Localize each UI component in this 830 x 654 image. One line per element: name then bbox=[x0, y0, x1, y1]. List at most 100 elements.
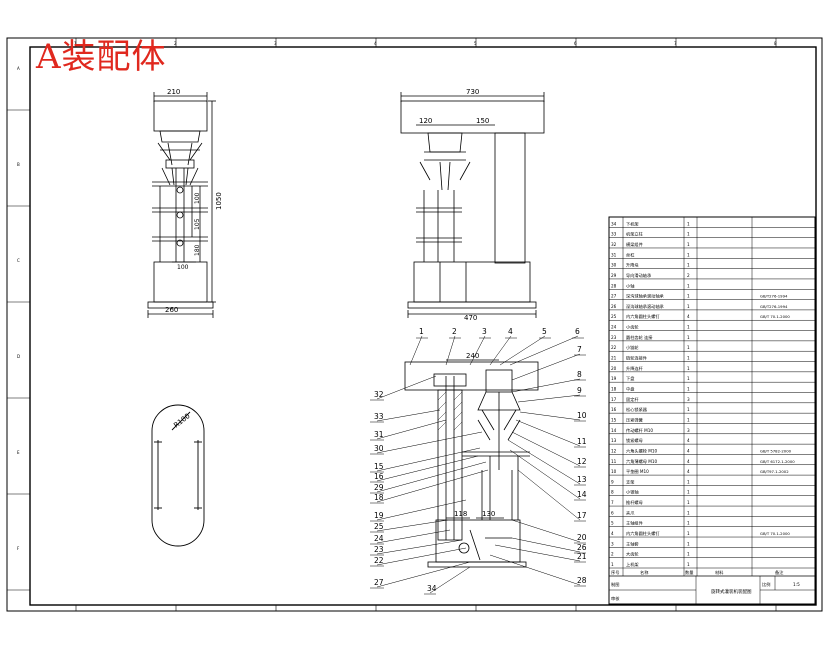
bom-name: 深沟球轴承滚动轴承 bbox=[626, 293, 665, 300]
part-balloon: 27 bbox=[374, 578, 384, 587]
bom-qty: 1 bbox=[687, 490, 690, 495]
bom-no: 29 bbox=[611, 273, 617, 278]
bom-header-no: 序号 bbox=[611, 569, 619, 576]
bom-no: 9 bbox=[611, 479, 614, 484]
bom-qty: 1 bbox=[687, 387, 690, 392]
bom-no: 4 bbox=[611, 531, 614, 536]
bom-qty: 3 bbox=[687, 428, 690, 433]
bom-name: 机架立柱 bbox=[626, 231, 644, 238]
bom-no: 8 bbox=[611, 490, 614, 495]
bom-name: 六角薄螺母 M10 bbox=[626, 458, 658, 465]
bom-name: 传动螺杆 M10 bbox=[626, 427, 653, 434]
bom-qty: 4 bbox=[687, 448, 690, 453]
bom-name: 内六角圆柱头螺钉 bbox=[626, 313, 660, 320]
bom-name: 内六角圆柱头螺钉 bbox=[626, 530, 660, 537]
zone-col-label: 2 bbox=[174, 41, 177, 46]
bom-name: 夹爪 bbox=[626, 509, 635, 516]
bom-name: 深沟球轴承滚动轴承 bbox=[626, 303, 665, 310]
zone-col-label: 7 bbox=[674, 41, 677, 46]
bom-no: 33 bbox=[611, 232, 617, 237]
bom-name: 下机架 bbox=[626, 220, 639, 227]
bom-qty: 1 bbox=[687, 541, 690, 546]
bom-no: 5 bbox=[611, 521, 614, 526]
bom-note: GB/T276-1994 bbox=[760, 304, 788, 309]
part-balloon: 17 bbox=[577, 511, 587, 520]
section-dim-mid-a-label: 118 bbox=[454, 510, 467, 518]
zone-col-label: 4 bbox=[374, 41, 377, 46]
zone-row-label: D bbox=[17, 354, 20, 359]
bom-no: 11 bbox=[611, 459, 617, 464]
part-balloon: 24 bbox=[374, 534, 384, 543]
front-width-label: 210 bbox=[167, 88, 180, 96]
bom-qty: 1 bbox=[687, 283, 690, 288]
bom-note: GB/T 6172.1-2000 bbox=[760, 459, 795, 464]
part-balloon: 7 bbox=[577, 345, 582, 354]
bom-qty: 2 bbox=[687, 273, 690, 278]
bom-name: 固定杆 bbox=[626, 396, 639, 403]
bom-no: 17 bbox=[611, 397, 617, 402]
bom-row: 18 中盘 1 bbox=[611, 386, 690, 393]
bom-qty: 3 bbox=[687, 397, 690, 402]
bom-name: 圆柱齿轮 连接 bbox=[626, 334, 653, 341]
bom-name: 导向滑动轴承 bbox=[626, 272, 652, 279]
zone-col-label: 8 bbox=[774, 41, 777, 46]
bom-no: 16 bbox=[611, 407, 617, 412]
bom-no: 7 bbox=[611, 500, 614, 505]
bom-no: 15 bbox=[611, 417, 617, 422]
section-dim-mid-b-label: 130 bbox=[482, 510, 495, 518]
bom-no: 19 bbox=[611, 376, 617, 381]
part-balloon: 5 bbox=[542, 327, 547, 336]
bom-qty: 1 bbox=[687, 263, 690, 268]
part-balloon: 30 bbox=[374, 444, 384, 453]
part-balloon: 2 bbox=[452, 327, 457, 336]
zone-row-label: C bbox=[17, 258, 20, 263]
bom-no: 30 bbox=[611, 263, 617, 268]
bom-qty: 1 bbox=[687, 366, 690, 371]
part-balloon: 25 bbox=[374, 522, 384, 531]
bom-name: 小齿轮 bbox=[626, 324, 639, 331]
bom-qty: 1 bbox=[687, 252, 690, 257]
bom-no: 1 bbox=[611, 562, 614, 567]
part-balloon: 21 bbox=[577, 552, 587, 561]
bom-name: 丝杠 bbox=[626, 251, 634, 258]
part-balloon: 13 bbox=[577, 475, 587, 484]
section-dim-top-label: 240 bbox=[466, 352, 479, 360]
part-balloon: 29 bbox=[374, 483, 384, 492]
bom-name: 锁紧螺母 bbox=[626, 437, 643, 444]
zone-col-label: 6 bbox=[574, 41, 577, 46]
bom-name: 中盘 bbox=[626, 386, 634, 393]
bom-no: 25 bbox=[611, 314, 617, 319]
part-balloon: 6 bbox=[575, 327, 580, 336]
side-a-label: 120 bbox=[419, 117, 432, 125]
part-balloon: 1 bbox=[419, 327, 424, 336]
bom-name: 升降块 bbox=[626, 262, 639, 269]
title-block-scale-label: 比例 bbox=[762, 581, 770, 588]
bom-no: 20 bbox=[611, 366, 617, 371]
bom-qty: 4 bbox=[687, 459, 690, 464]
bom-no: 18 bbox=[611, 387, 617, 392]
side-width-label: 730 bbox=[466, 88, 479, 96]
part-balloon: 3 bbox=[482, 327, 487, 336]
side-base-label: 470 bbox=[464, 314, 477, 322]
bom-qty: 1 bbox=[687, 325, 690, 330]
bom-no: 27 bbox=[611, 294, 617, 299]
bom-name: 支架 bbox=[626, 478, 634, 485]
zone-row-label: E bbox=[17, 450, 20, 455]
bom-no: 24 bbox=[611, 325, 617, 330]
part-balloon: 31 bbox=[374, 430, 384, 439]
zone-markers-top bbox=[7, 38, 777, 611]
part-balloon: 32 bbox=[374, 390, 384, 399]
